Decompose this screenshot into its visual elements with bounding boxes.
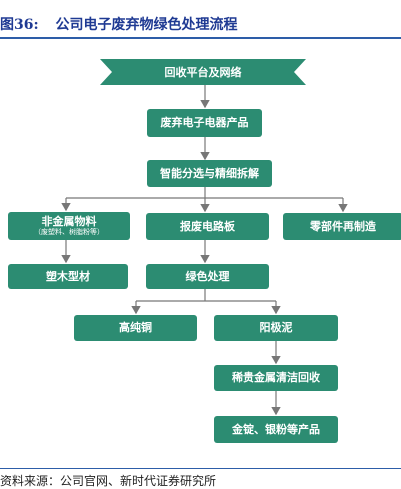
node-parts-remanufacture-label: 零部件再制造 <box>310 219 376 233</box>
node-nonferrous: 非金属物料 （废塑料、树脂粉等） <box>8 212 130 240</box>
node-green-treatment: 绿色处理 <box>146 264 269 289</box>
node-nonferrous-sub: （废塑料、树脂粉等） <box>34 228 104 237</box>
node-parts-remanufacture: 零部件再制造 <box>283 213 401 240</box>
node-anode-mud: 阳极泥 <box>214 315 338 341</box>
source-note: 资料来源：公司官网、新时代证券研究所 <box>0 474 217 488</box>
node-scrap-pcb: 报废电路板 <box>146 213 269 240</box>
node-high-purity-copper: 高纯铜 <box>74 315 197 341</box>
node-smart-sorting-label: 智能分选与精细拆解 <box>160 166 259 180</box>
node-gold-silver-products-label: 金锭、银粉等产品 <box>232 422 320 436</box>
node-green-treatment-label: 绿色处理 <box>185 269 230 283</box>
figure-title: 图36: 公司电子废弃物绿色处理流程 <box>0 14 401 36</box>
node-recycle-platform: 回收平台及网络 <box>164 66 242 79</box>
node-high-purity-copper-label: 高纯铜 <box>119 321 152 335</box>
node-ewaste-products-label: 废弃电子电器产品 <box>160 116 249 130</box>
node-smart-sorting: 智能分选与精细拆解 <box>147 160 272 187</box>
top-rule <box>0 37 401 39</box>
node-scrap-pcb-label: 报废电路板 <box>180 219 235 233</box>
node-precious-metal-recovery-label: 稀贵金属清洁回收 <box>232 371 320 385</box>
node-wood-plastic-label: 塑木型材 <box>46 269 90 283</box>
node-wood-plastic: 塑木型材 <box>8 264 128 289</box>
node-precious-metal-recovery: 稀贵金属清洁回收 <box>214 365 338 391</box>
figure-title-text: 公司电子废弃物绿色处理流程 <box>55 17 238 33</box>
figure-number: 图36: <box>0 17 39 33</box>
node-nonferrous-label: 非金属物料 <box>41 215 97 229</box>
node-ewaste-products: 废弃电子电器产品 <box>147 109 262 137</box>
node-anode-mud-label: 阳极泥 <box>259 321 293 335</box>
node-gold-silver-products: 金锭、银粉等产品 <box>214 416 338 443</box>
recycle-platform-ribbon <box>100 59 306 85</box>
bottom-rule <box>0 468 401 469</box>
